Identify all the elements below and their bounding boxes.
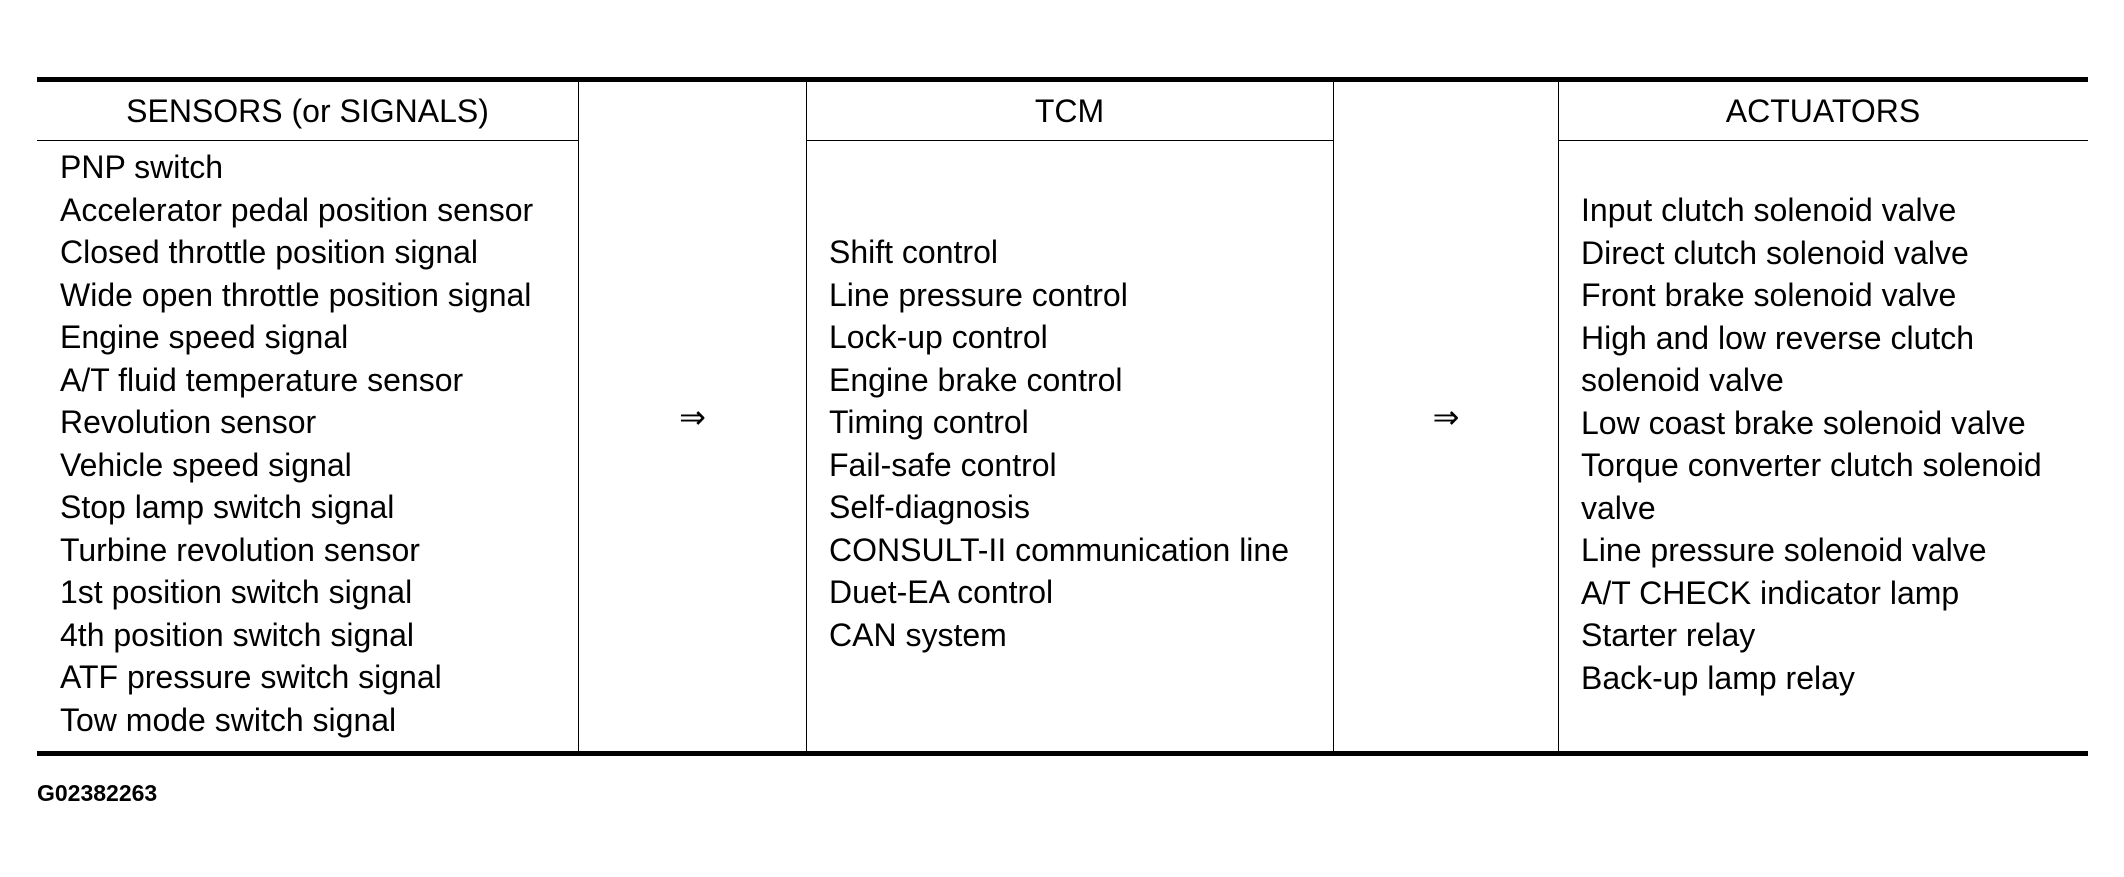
sensor-item: ATF pressure switch signal — [60, 659, 442, 695]
divider-arrow-tcm — [806, 82, 807, 751]
tcm-header-underline — [806, 140, 1333, 141]
actuator-item: Back-up lamp relay — [1581, 659, 1855, 696]
sensors-list: PNP switch Accelerator pedal position se… — [60, 146, 533, 741]
sensor-item: PNP switch — [60, 149, 224, 185]
actuators-header: ACTUATORS — [1725, 92, 1921, 129]
sensor-item: Accelerator pedal position sensor — [60, 191, 534, 228]
tcm-item: Timing control — [829, 404, 1029, 440]
right-arrow-icon: ⇒ — [1432, 399, 1460, 435]
tcm-item: CAN system — [829, 616, 1007, 653]
divider-sensors-arrow — [578, 82, 579, 751]
sensor-item: Revolution sensor — [60, 404, 317, 440]
sensor-item: Wide open throttle position signal — [60, 276, 532, 313]
figure-code: G02382263 — [37, 780, 158, 806]
divider-arrow-actuators — [1558, 82, 1559, 751]
tcm-function-list: Shift control Line pressure control Lock… — [829, 231, 1289, 656]
tcm-item: Lock-up control — [829, 319, 1048, 355]
sensor-item: Turbine revolution sensor — [60, 531, 420, 568]
actuator-item: Input clutch solenoid valve — [1581, 192, 1957, 228]
divider-tcm-arrow — [1333, 82, 1334, 751]
sensors-header-underline — [37, 140, 578, 141]
actuator-item: Starter relay — [1581, 617, 1756, 653]
tcm-item: CONSULT-II communication line — [829, 531, 1289, 568]
sensor-item: Closed throttle position signal — [60, 234, 479, 270]
tcm-item: Engine brake control — [829, 361, 1123, 398]
right-arrow-icon: ⇒ — [679, 399, 706, 435]
tcm-item: Duet-EA control — [829, 574, 1054, 610]
tcm-item: Self-diagnosis — [829, 489, 1030, 525]
actuator-item: Torque converter clutch solenoid — [1581, 447, 2042, 483]
actuator-item: Front brake solenoid valve — [1581, 277, 1957, 313]
sensor-item: A/T fluid temperature sensor — [60, 361, 464, 398]
top-rule — [37, 77, 2088, 82]
actuators-list: Input clutch solenoid valve Direct clutc… — [1581, 189, 2042, 699]
sensor-item: 1st position switch signal — [60, 574, 413, 610]
tcm-item: Shift control — [829, 234, 998, 270]
actuator-item: valve — [1581, 489, 1656, 526]
sensor-item: Vehicle speed signal — [60, 446, 352, 483]
tcm-item: Line pressure control — [829, 276, 1128, 313]
actuator-item: Line pressure solenoid valve — [1581, 532, 1987, 568]
actuator-item: A/T CHECK indicator lamp — [1581, 574, 1960, 611]
tcm-item: Fail-safe control — [829, 446, 1057, 483]
actuator-item: High and low reverse clutch — [1581, 319, 1975, 356]
sensor-item: Engine speed signal — [60, 319, 349, 355]
bottom-rule — [37, 751, 2088, 756]
sensors-header: SENSORS (or SIGNALS) — [126, 92, 489, 129]
actuator-item: Direct clutch solenoid valve — [1581, 234, 1969, 271]
sensor-item: 4th position switch signal — [60, 616, 414, 653]
actuators-header-underline — [1558, 140, 2088, 141]
actuator-item: Low coast brake solenoid valve — [1581, 404, 2026, 441]
tcm-block-diagram: SENSORS (or SIGNALS) TCM ACTUATORS PNP s… — [37, 77, 2088, 756]
actuator-item: solenoid valve — [1581, 362, 1784, 398]
sensor-item: Tow mode switch signal — [60, 701, 397, 738]
tcm-header: TCM — [1034, 92, 1105, 129]
sensor-item: Stop lamp switch signal — [60, 489, 395, 525]
